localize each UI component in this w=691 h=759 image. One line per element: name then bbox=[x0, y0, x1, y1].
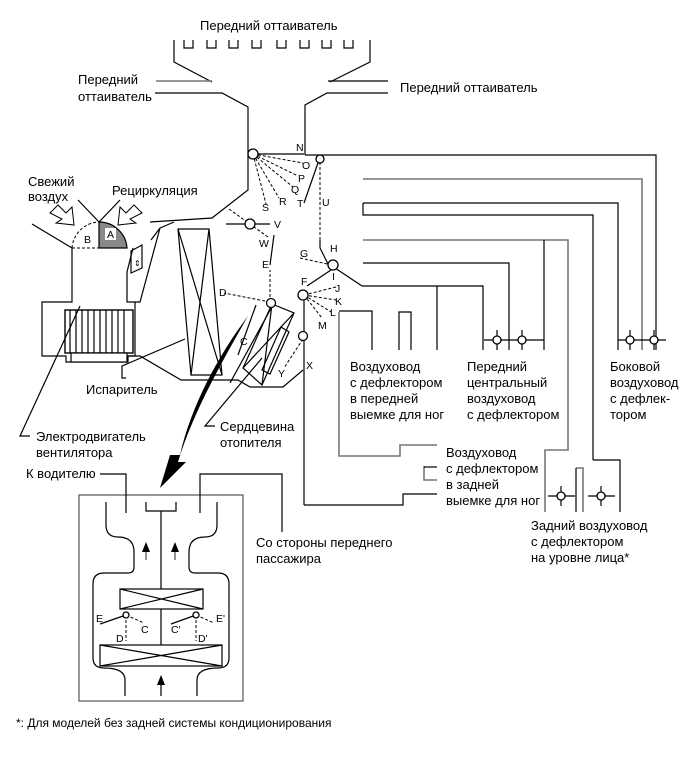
damper-letter-j: J bbox=[335, 283, 340, 295]
inset-letter-d-prime: D' bbox=[198, 633, 208, 645]
damper-letter-u: U bbox=[322, 197, 330, 209]
rear-foot-label-1: Воздуховод bbox=[446, 445, 517, 460]
damper-letter-s: S bbox=[262, 202, 269, 214]
heater-core-label-2: отопителя bbox=[220, 435, 282, 450]
front-defroster-top-label: Передний оттаиватель bbox=[200, 18, 338, 33]
damper-letter-d: D bbox=[219, 287, 227, 299]
damper-letter-v: V bbox=[274, 219, 281, 231]
fresh-air-label-2: воздух bbox=[28, 189, 69, 204]
evaporator bbox=[177, 228, 223, 376]
fresh-air-arrow-icon bbox=[49, 204, 75, 226]
damper-letter-x: X bbox=[306, 360, 313, 372]
front-defroster-left-label-2: оттаиватель bbox=[78, 89, 152, 104]
damper-letter-c: C bbox=[240, 336, 248, 348]
inset-letter-e-prime: E' bbox=[216, 613, 225, 625]
side-label-1: Боковой bbox=[610, 359, 660, 374]
air-flow-small-icon: ⇕ bbox=[134, 259, 141, 268]
damper-letter-e: E bbox=[262, 259, 269, 271]
inset-letter-c-prime: C' bbox=[171, 624, 181, 636]
side-label-3: с дефлек- bbox=[610, 391, 670, 406]
front-foot-label-1: Воздуховод bbox=[350, 359, 421, 374]
recirculation-label: Рециркуляция bbox=[112, 183, 198, 198]
inset-upper-core bbox=[119, 588, 204, 610]
recirculation-arrow-icon bbox=[117, 204, 143, 226]
blower-motor-label-2: вентилятора bbox=[36, 445, 113, 460]
to-driver-label: К водителю bbox=[26, 466, 96, 481]
inset-detail: К водителю Со стороны переднего пассажир… bbox=[26, 466, 393, 702]
side-deflectors bbox=[618, 330, 666, 350]
inset-letter-e: E bbox=[96, 613, 103, 625]
damper-x-y: X Y bbox=[278, 330, 313, 380]
front-center-label-2: центральный bbox=[467, 375, 547, 390]
side-label-2: воздуховод bbox=[610, 375, 679, 390]
damper-t-u: T U bbox=[297, 154, 330, 265]
front-foot-label-3: в передней bbox=[350, 391, 418, 406]
damper-letter-m: M bbox=[318, 320, 327, 332]
footnote: *: Для моделей без задней системы кондиц… bbox=[16, 716, 331, 730]
blower-fan bbox=[64, 309, 134, 363]
damper-letter-w: W bbox=[259, 238, 269, 250]
rear-foot-label-2: с дефлектором bbox=[446, 461, 538, 476]
front-defroster-right-label: Передний оттаиватель bbox=[400, 80, 538, 95]
damper-letter-n: N bbox=[296, 142, 304, 154]
damper-letter-f: F bbox=[301, 276, 307, 288]
damper-letter-b: B bbox=[84, 234, 91, 246]
rear-face-label-2: с дефлектором bbox=[531, 534, 623, 549]
damper-letter-q: Q bbox=[291, 184, 299, 196]
inset-letter-d: D bbox=[116, 633, 124, 645]
damper-letter-y: Y bbox=[278, 368, 285, 380]
front-defroster-outlet: Передний оттаиватель bbox=[156, 18, 388, 83]
blower-motor-label-1: Электродвигатель bbox=[36, 429, 146, 444]
front-center-deflectors bbox=[484, 330, 544, 350]
side-label-4: тором bbox=[610, 407, 646, 422]
rear-foot-label-4: выемке для ног bbox=[446, 493, 540, 508]
damper-letter-k: K bbox=[335, 296, 342, 308]
damper-letter-t: T bbox=[297, 198, 304, 210]
inset-lower-core bbox=[99, 644, 223, 667]
damper-v-w: V W bbox=[226, 208, 281, 250]
damper-d-e: D E C bbox=[219, 234, 277, 356]
fresh-air-label-1: Свежий bbox=[28, 174, 74, 189]
heater-core-label-1: Сердцевина bbox=[220, 419, 295, 434]
front-center-label-3: воздуховод bbox=[467, 391, 536, 406]
front-center-label-4: с дефлектором bbox=[467, 407, 559, 422]
damper-letter-o: O bbox=[302, 160, 310, 172]
front-defroster-left-label-1: Передний bbox=[78, 72, 138, 87]
front-center-label-1: Передний bbox=[467, 359, 527, 374]
rear-face-label-1: Задний воздуховод bbox=[531, 518, 648, 533]
rear-foot-label-3: в задней bbox=[446, 477, 499, 492]
damper-letter-h: H bbox=[330, 243, 338, 255]
damper-letter-i: I bbox=[332, 271, 335, 283]
front-foot-label-4: выемке для ног bbox=[350, 407, 444, 422]
damper-g-i: G H I bbox=[299, 243, 363, 287]
damper-letter-r: R bbox=[279, 196, 287, 208]
defroster-vents bbox=[183, 40, 354, 49]
damper-f-m: F J K L M bbox=[297, 276, 342, 505]
front-foot-label-2: с дефлектором bbox=[350, 375, 442, 390]
passenger-side-label-1: Со стороны переднего bbox=[256, 535, 393, 550]
damper-letter-g: G bbox=[300, 248, 308, 260]
rear-face-deflectors bbox=[548, 486, 615, 506]
damper-n-s: N O P Q R S bbox=[247, 142, 310, 214]
passenger-side-label-2: пассажира bbox=[256, 551, 322, 566]
damper-letter-a: A bbox=[107, 229, 114, 241]
damper-letter-l: L bbox=[330, 307, 336, 319]
rear-face-label-3: на уровне лица* bbox=[531, 550, 629, 565]
duct-network bbox=[304, 178, 643, 512]
intake-door: A B bbox=[71, 221, 128, 249]
inset-letter-c: C bbox=[141, 624, 149, 636]
damper-letter-p: P bbox=[298, 173, 305, 185]
detail-view-arrow-icon bbox=[160, 316, 248, 488]
evaporator-label: Испаритель bbox=[86, 382, 158, 397]
